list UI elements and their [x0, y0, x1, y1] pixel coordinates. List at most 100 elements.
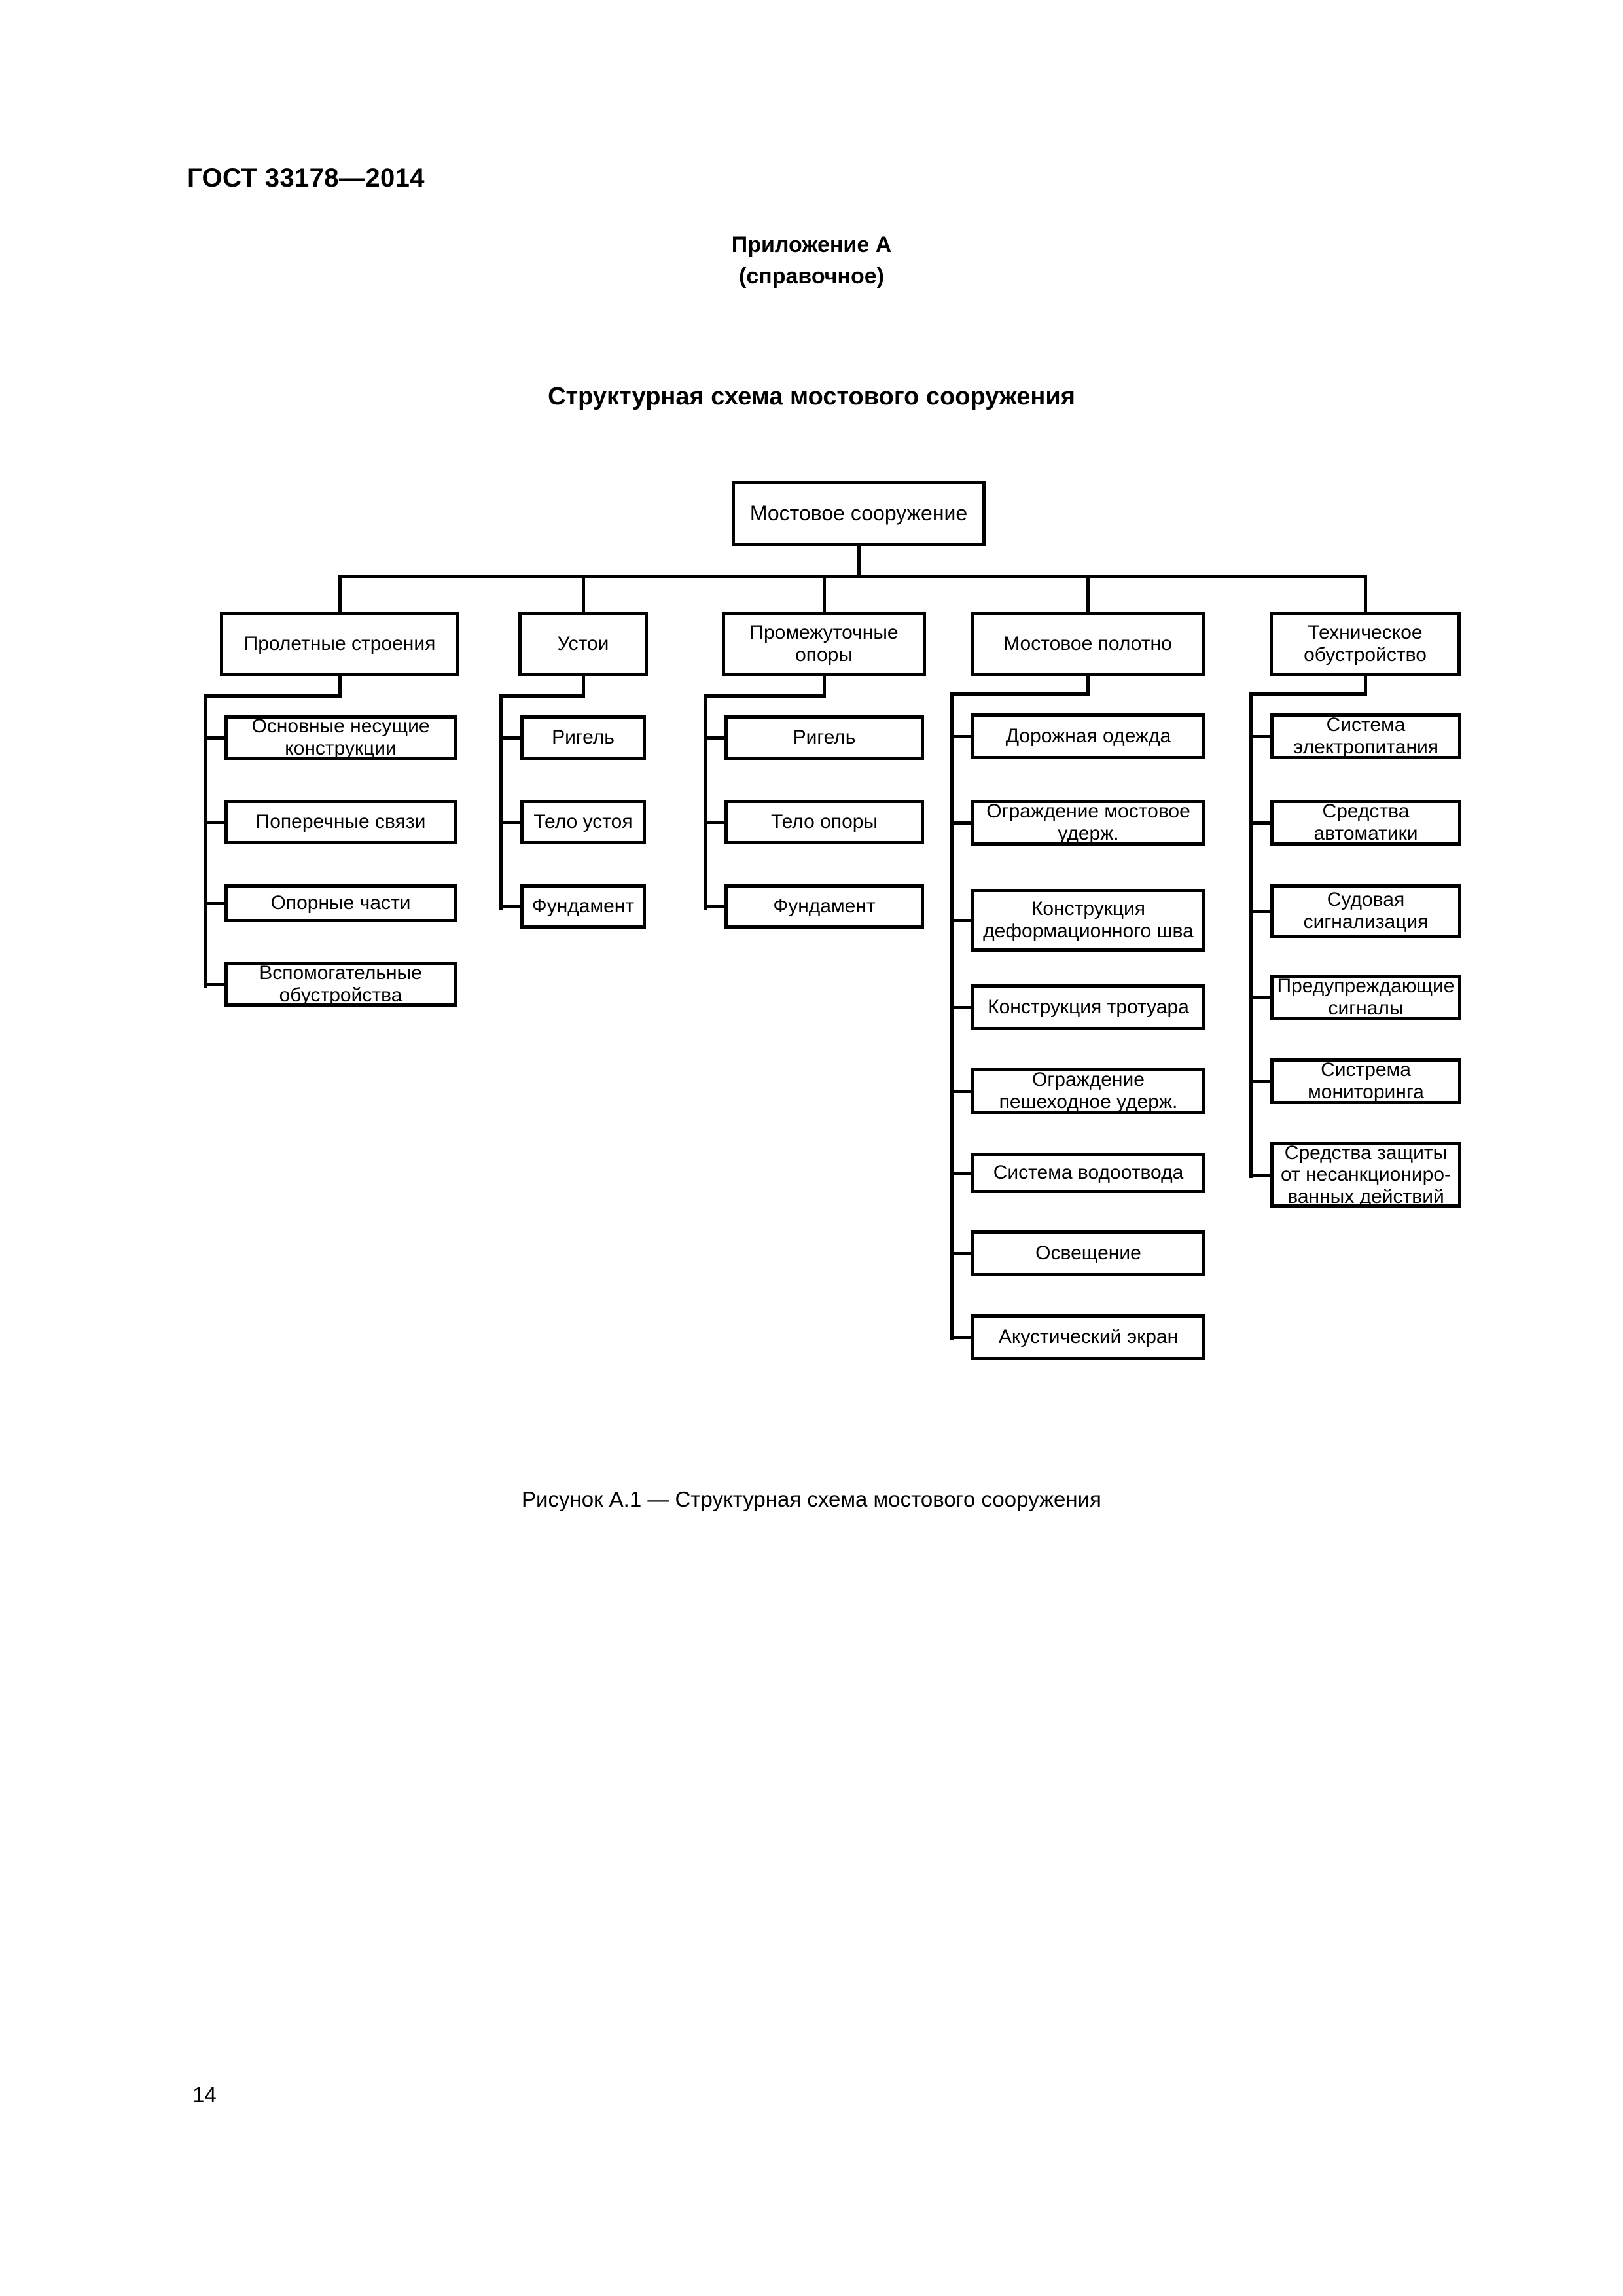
- node-leaf-3-3: Конструкция тротуара: [971, 984, 1205, 1030]
- connector-child-stub-0-0: [204, 736, 228, 740]
- connector-child-stub-3-0: [950, 735, 974, 738]
- connector-spine-2: [704, 694, 707, 910]
- connector-child-stub-3-7: [950, 1336, 974, 1339]
- node-label: Основные несущие конструкции: [251, 715, 430, 759]
- standard-header: ГОСТ 33178—2014: [187, 164, 425, 192]
- node-label: Ограждение мостовое удерж.: [986, 800, 1190, 844]
- connector-child-stub-0-1: [204, 821, 228, 824]
- connector-child-stub-2-2: [704, 905, 728, 908]
- node-label: Систрема мониторинга: [1308, 1059, 1424, 1103]
- node-leaf-1-2: Фундамент: [520, 884, 646, 929]
- connector-child-stub-0-2: [204, 902, 228, 905]
- node-branch-0: Пролетные строения: [220, 612, 459, 676]
- connector-spine-4: [1249, 692, 1253, 1178]
- connector-child-stub-3-1: [950, 821, 974, 825]
- node-label: Средства автоматики: [1313, 800, 1418, 844]
- connector-branch-elbow-1: [499, 694, 585, 698]
- node-label: Предупреждающие сигналы: [1277, 975, 1455, 1019]
- connector-branch-stem-3: [1086, 676, 1090, 696]
- node-leaf-3-6: Освещение: [971, 1230, 1205, 1276]
- connector-branch-elbow-4: [1249, 692, 1367, 696]
- node-label: Судовая сигнализация: [1303, 889, 1429, 933]
- node-label: Опорные части: [270, 892, 411, 914]
- connector-child-stub-3-6: [950, 1252, 974, 1255]
- connector-level1-drop-4: [1363, 575, 1367, 615]
- connector-branch-elbow-3: [950, 692, 1090, 696]
- node-label: Пролетные строения: [243, 633, 436, 655]
- node-leaf-3-0: Дорожная одежда: [971, 713, 1205, 759]
- node-leaf-1-0: Ригель: [520, 715, 646, 760]
- node-leaf-3-2: Конструкция деформационного шва: [971, 889, 1205, 952]
- node-label: Мостовое сооружение: [749, 501, 968, 525]
- node-label: Техническое обустройство: [1304, 622, 1427, 666]
- connector-child-stub-4-3: [1249, 996, 1274, 999]
- connector-level1-drop-1: [581, 575, 585, 615]
- node-label: Поперечные связи: [255, 811, 426, 833]
- node-label: Ригель: [552, 726, 615, 749]
- connector-child-stub-3-5: [950, 1172, 974, 1175]
- connector-level1-bus: [338, 575, 1367, 578]
- node-leaf-3-1: Ограждение мостовое удерж.: [971, 800, 1205, 846]
- node-leaf-2-2: Фундамент: [724, 884, 924, 929]
- connector-child-stub-4-1: [1249, 821, 1274, 825]
- connector-child-stub-4-0: [1249, 735, 1274, 738]
- node-leaf-0-2: Опорные части: [224, 884, 457, 922]
- connector-branch-stem-2: [822, 676, 826, 698]
- node-label: Мостовое полотно: [1003, 633, 1172, 655]
- node-label: Средства защиты от несанкциониро-ванных …: [1280, 1141, 1452, 1208]
- node-leaf-4-0: Система электропитания: [1270, 713, 1461, 759]
- node-branch-3: Мостовое полотно: [971, 612, 1205, 676]
- figure-caption: Рисунок А.1 — Структурная схема мостовог…: [522, 1487, 1101, 1511]
- connector-child-stub-4-2: [1249, 910, 1274, 913]
- node-label: Фундамент: [773, 895, 876, 918]
- connector-child-stub-4-5: [1249, 1174, 1274, 1177]
- node-label: Фундамент: [531, 895, 635, 918]
- node-label: Система водоотвода: [993, 1162, 1184, 1184]
- connector-child-stub-3-2: [950, 919, 974, 922]
- connector-spine-1: [499, 694, 503, 910]
- node-leaf-3-5: Система водоотвода: [971, 1153, 1205, 1193]
- connector-child-stub-1-2: [499, 905, 524, 908]
- node-leaf-4-4: Систрема мониторинга: [1270, 1058, 1461, 1104]
- node-leaf-4-5: Средства защиты от несанкциониро-ванных …: [1270, 1142, 1461, 1208]
- node-label: Ограждение пешеходное удерж.: [999, 1069, 1178, 1113]
- node-label: Конструкция тротуара: [988, 996, 1189, 1018]
- connector-branch-stem-0: [338, 676, 342, 698]
- connector-child-stub-3-3: [950, 1006, 974, 1009]
- node-leaf-3-7: Акустический экран: [971, 1314, 1205, 1360]
- node-leaf-4-3: Предупреждающие сигналы: [1270, 975, 1461, 1020]
- connector-branch-elbow-2: [704, 694, 826, 698]
- node-branch-2: Промежуточные опоры: [722, 612, 926, 676]
- connector-child-stub-2-1: [704, 821, 728, 824]
- node-label: Освещение: [1035, 1242, 1141, 1265]
- connector-branch-stem-4: [1363, 676, 1367, 696]
- connector-child-stub-3-4: [950, 1090, 974, 1093]
- node-leaf-0-3: Вспомогательные обустройства: [224, 962, 457, 1007]
- connector-root-stem: [857, 546, 861, 578]
- node-leaf-2-0: Ригель: [724, 715, 924, 760]
- node-label: Ригель: [793, 726, 856, 749]
- connector-child-stub-1-0: [499, 736, 524, 740]
- node-label: Промежуточные опоры: [749, 622, 899, 666]
- connector-child-stub-2-0: [704, 736, 728, 740]
- node-label: Дорожная одежда: [1005, 725, 1171, 747]
- connector-level1-drop-2: [822, 575, 826, 615]
- node-label: Тело устоя: [533, 811, 633, 833]
- node-label: Устои: [557, 633, 609, 655]
- node-leaf-2-1: Тело опоры: [724, 800, 924, 844]
- connector-level1-drop-3: [1086, 575, 1090, 615]
- connector-spine-0: [204, 694, 207, 988]
- node-branch-4: Техническое обустройство: [1270, 612, 1461, 676]
- annex-kind-label: (справочное): [738, 264, 885, 289]
- node-leaf-4-1: Средства автоматики: [1270, 800, 1461, 846]
- node-label: Вспомогательные обустройства: [259, 962, 422, 1006]
- connector-child-stub-4-4: [1249, 1080, 1274, 1083]
- connector-spine-3: [950, 692, 954, 1340]
- connector-branch-stem-1: [581, 676, 585, 698]
- node-label: Тело опоры: [770, 811, 878, 833]
- node-label: Конструкция деформационного шва: [983, 898, 1194, 942]
- connector-branch-elbow-0: [204, 694, 342, 698]
- node-label: Акустический экран: [998, 1326, 1179, 1348]
- connector-child-stub-0-3: [204, 983, 228, 986]
